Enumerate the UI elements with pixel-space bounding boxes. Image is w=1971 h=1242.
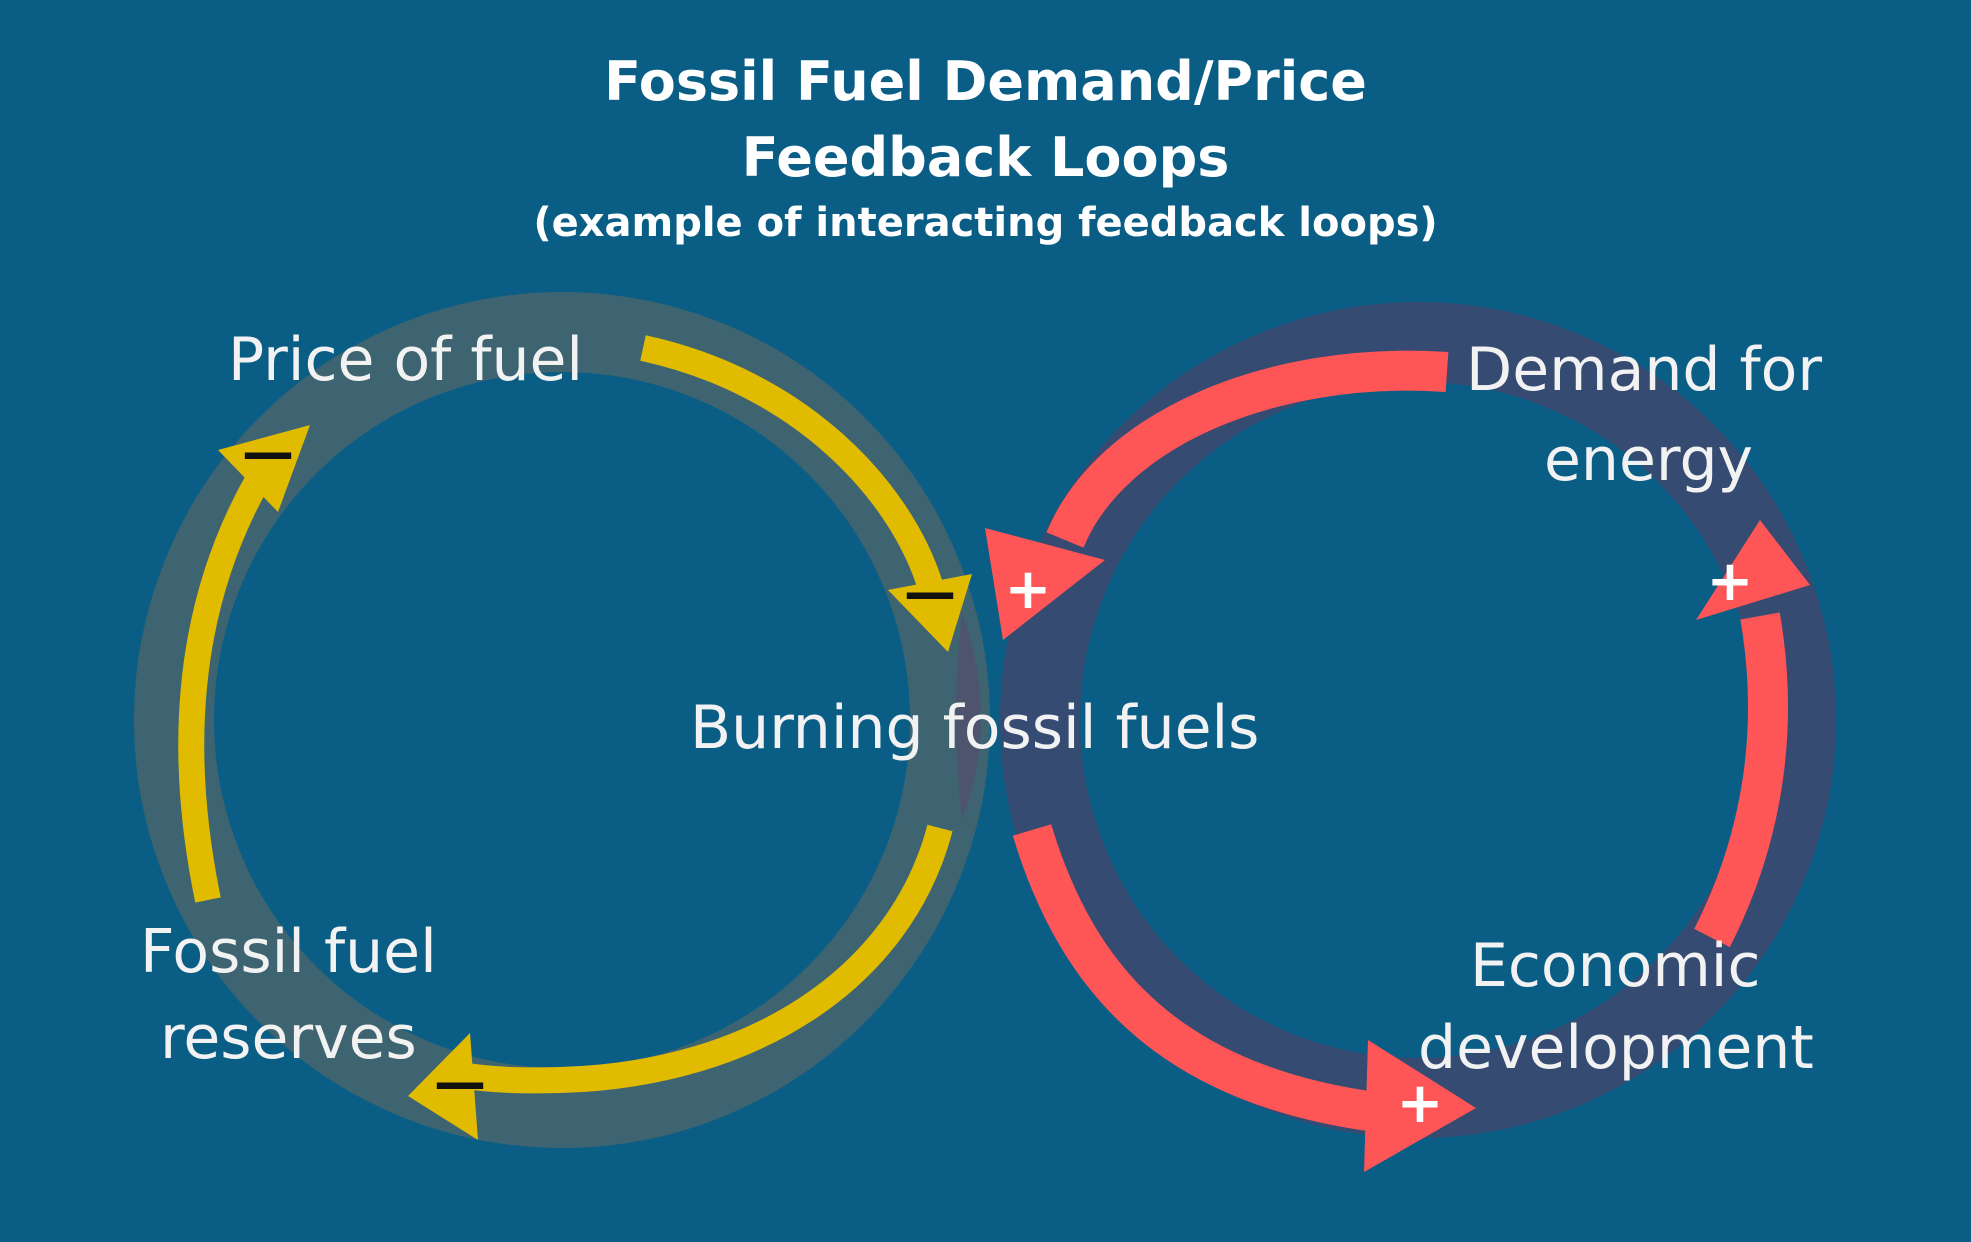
arrow-burning-to-development bbox=[1012, 824, 1378, 1132]
right-loop-arrows bbox=[1012, 350, 1789, 1132]
sign-positive-burning: + bbox=[1005, 557, 1052, 622]
node-demand-for-energy-line2: energy bbox=[1544, 425, 1754, 495]
arrow-demand-to-burning bbox=[1046, 350, 1449, 549]
arrowhead-into-reserves bbox=[408, 1033, 478, 1140]
node-fossil-fuel-reserves-line2: reserves bbox=[160, 1003, 417, 1073]
right-loop-arrowheads bbox=[985, 520, 1810, 1172]
sign-negative-reserves: — bbox=[434, 1053, 486, 1113]
arrow-reserves-to-price bbox=[178, 473, 270, 903]
diagram-title-line1: Fossil Fuel Demand/Price bbox=[604, 50, 1367, 113]
arrow-development-to-demand bbox=[1694, 612, 1789, 948]
ring-overlap bbox=[956, 612, 981, 820]
arrow-price-to-burning bbox=[640, 335, 943, 590]
left-loop-ring bbox=[134, 292, 990, 1148]
node-fossil-fuel-reserves-line1: Fossil fuel bbox=[140, 917, 437, 987]
sign-positive-development: + bbox=[1397, 1071, 1444, 1136]
node-economic-development-line1: Economic bbox=[1470, 931, 1761, 1001]
node-burning-fossil-fuels: Burning fossil fuels bbox=[690, 693, 1260, 763]
arrowhead-into-burning-red bbox=[985, 528, 1105, 640]
sign-positive-demand: + bbox=[1707, 549, 1754, 614]
arrowhead-into-price bbox=[218, 425, 310, 512]
left-loop-arrowheads bbox=[218, 425, 972, 1140]
left-loop-arrows bbox=[178, 335, 953, 1094]
arrowhead-into-burning bbox=[888, 574, 972, 652]
node-economic-development-line2: development bbox=[1418, 1013, 1814, 1083]
sign-negative-burning: — bbox=[904, 563, 956, 623]
node-demand-for-energy-line1: Demand for bbox=[1466, 335, 1823, 405]
node-price-of-fuel: Price of fuel bbox=[228, 325, 584, 395]
diagram-subtitle: (example of interacting feedback loops) bbox=[533, 200, 1438, 246]
arrowhead-into-development bbox=[1364, 1040, 1476, 1172]
arrowhead-into-demand bbox=[1696, 520, 1810, 620]
diagram-title-line2: Feedback Loops bbox=[741, 126, 1230, 189]
sign-negative-price: — bbox=[242, 423, 294, 483]
arrow-burning-to-reserves bbox=[457, 824, 953, 1094]
